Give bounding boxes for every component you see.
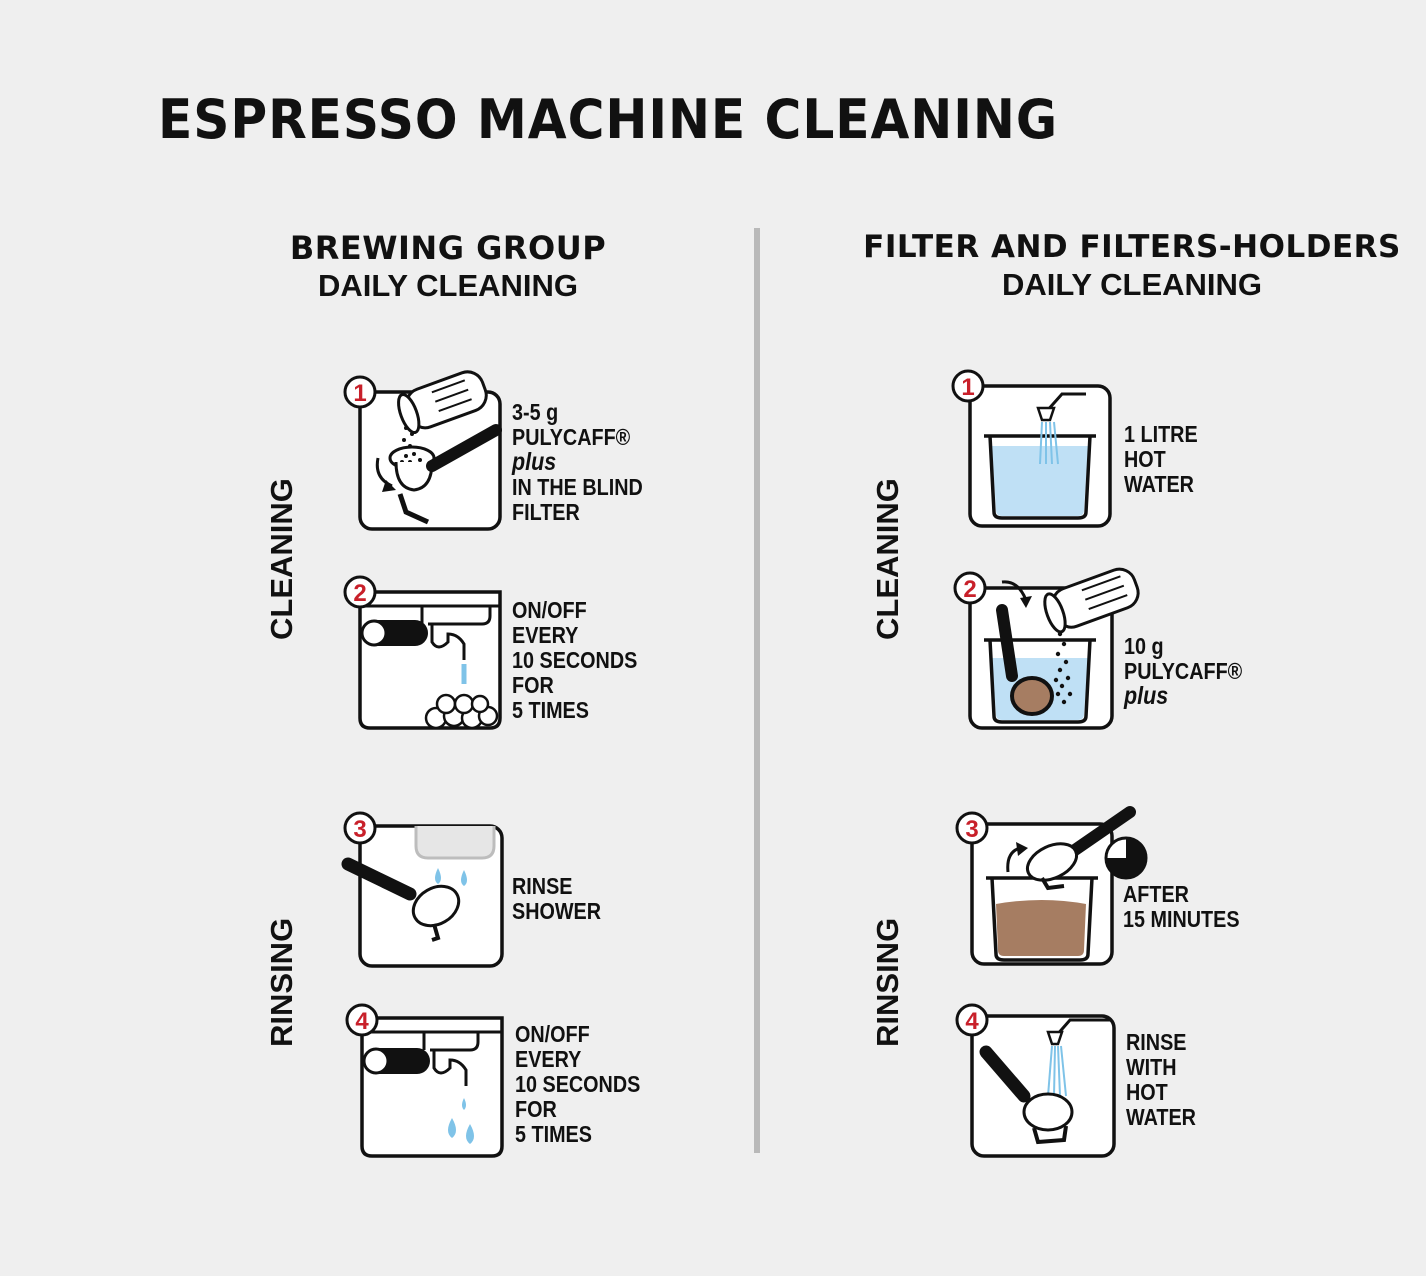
step-line: 10 g bbox=[1124, 633, 1164, 659]
step-text: RINSE WITH HOT WATER bbox=[1126, 1030, 1196, 1130]
step-line: FOR bbox=[512, 672, 554, 698]
right-step-3: 3 AFTER 15 MINUTES bbox=[952, 806, 1272, 973]
step-line: PULYCAFF® bbox=[512, 424, 631, 450]
step-text: AFTER 15 MINUTES bbox=[1123, 882, 1240, 932]
step-line: AFTER bbox=[1123, 881, 1189, 907]
step-text: ON/OFF EVERY 10 SECONDS FOR 5 TIMES bbox=[515, 1022, 640, 1147]
left-rinsing-label: RINSING bbox=[264, 917, 299, 1047]
right-subheading: DAILY CLEANING bbox=[1001, 267, 1263, 302]
step-line: WATER bbox=[1124, 471, 1194, 497]
right-column-heading: FILTER AND FILTERS-HOLDERS DAILY CLEANIN… bbox=[838, 229, 1426, 302]
left-heading: BREWING GROUP bbox=[289, 229, 607, 267]
step-line: HOT bbox=[1124, 446, 1166, 472]
step-line: RINSE bbox=[1126, 1029, 1187, 1055]
step-line: 3-5 g bbox=[512, 399, 559, 425]
step-line: WITH bbox=[1126, 1054, 1177, 1080]
rinse-hot-water-icon: 4 bbox=[955, 1003, 1116, 1158]
step-line: HOT bbox=[1126, 1079, 1168, 1105]
step-line: FOR bbox=[515, 1096, 557, 1122]
step-text: 3-5 g PULYCAFF® plus IN THE BLIND FILTER bbox=[512, 400, 643, 525]
step-line: 10 SECONDS bbox=[512, 647, 638, 673]
step-line: 15 MINUTES bbox=[1123, 906, 1240, 932]
step-line: RINSE bbox=[512, 873, 573, 899]
left-step-1: 1 3-5 g PULYCAFF® plus IN THE BLIND FILT… bbox=[340, 370, 660, 535]
step-line: WATER bbox=[1126, 1104, 1196, 1130]
step-line-plus: plus bbox=[1124, 682, 1169, 710]
step-line: EVERY bbox=[515, 1046, 582, 1072]
right-rinsing-label: RINSING bbox=[870, 917, 905, 1047]
step-line: SHOWER bbox=[512, 898, 602, 924]
right-step-1: 1 1 LITRE HOT WATER bbox=[950, 368, 1270, 533]
step-text: RINSE SHOWER bbox=[512, 874, 601, 924]
step-number: 2 bbox=[353, 580, 366, 607]
step-text: ON/OFF EVERY 10 SECONDS FOR 5 TIMES bbox=[512, 598, 637, 723]
group-head-rinse-icon: 4 bbox=[345, 1003, 504, 1158]
right-heading: FILTER AND FILTERS-HOLDERS bbox=[863, 229, 1401, 265]
right-step-2: 2 10 g PULYCAFF® plus bbox=[950, 567, 1270, 735]
hot-water-bucket-icon: 1 bbox=[951, 369, 1112, 528]
left-step-4: 4 ON/OFF EVERY 10 SECONDS FOR 5 TIMES bbox=[340, 1000, 660, 1165]
step-number: 4 bbox=[965, 1008, 979, 1035]
step-number: 1 bbox=[961, 374, 974, 401]
step-line: EVERY bbox=[512, 622, 579, 648]
step-number: 1 bbox=[353, 380, 366, 407]
step-line: 5 TIMES bbox=[512, 697, 589, 723]
left-step-3: 3 RINSE SHOWER bbox=[340, 810, 660, 975]
step-line: 5 TIMES bbox=[515, 1121, 592, 1147]
step-line: ON/OFF bbox=[512, 597, 587, 623]
step-text: 1 LITRE HOT WATER bbox=[1124, 422, 1198, 497]
step-line: ON/OFF bbox=[515, 1021, 590, 1047]
soak-timer-icon: 3 bbox=[955, 806, 1148, 966]
step-number: 2 bbox=[963, 576, 976, 603]
step-number: 4 bbox=[355, 1008, 369, 1035]
page-title: ESPRESSO MACHINE CLEANING bbox=[158, 88, 1058, 151]
group-head-flush-icon: 2 bbox=[343, 575, 502, 730]
step-line: 1 LITRE bbox=[1124, 421, 1198, 447]
left-cleaning-label: CLEANING bbox=[264, 478, 299, 640]
step-line: FILTER bbox=[512, 499, 580, 525]
right-cleaning-label: CLEANING bbox=[870, 478, 905, 640]
step-line: PULYCAFF® bbox=[1124, 658, 1243, 684]
step-line: IN THE BLIND bbox=[512, 474, 643, 500]
powder-in-bucket-icon: 2 bbox=[953, 567, 1140, 730]
step-line-plus: plus bbox=[512, 448, 557, 476]
left-column-heading: BREWING GROUP DAILY CLEANING bbox=[248, 232, 648, 301]
step-line: 10 SECONDS bbox=[515, 1071, 641, 1097]
step-number: 3 bbox=[353, 816, 366, 843]
powder-in-filter-icon: 1 bbox=[343, 370, 502, 531]
right-step-4: 4 RINSE WITH HOT WATER bbox=[952, 1000, 1272, 1165]
rinse-shower-icon: 3 bbox=[341, 811, 504, 968]
left-subheading: DAILY CLEANING bbox=[317, 268, 579, 303]
column-divider bbox=[754, 228, 760, 1153]
step-number: 3 bbox=[965, 816, 978, 843]
left-step-2: 2 ON/OFF EVERY 10 SECONDS FOR 5 TIMES bbox=[340, 572, 660, 737]
step-text: 10 g PULYCAFF® plus bbox=[1124, 634, 1242, 709]
